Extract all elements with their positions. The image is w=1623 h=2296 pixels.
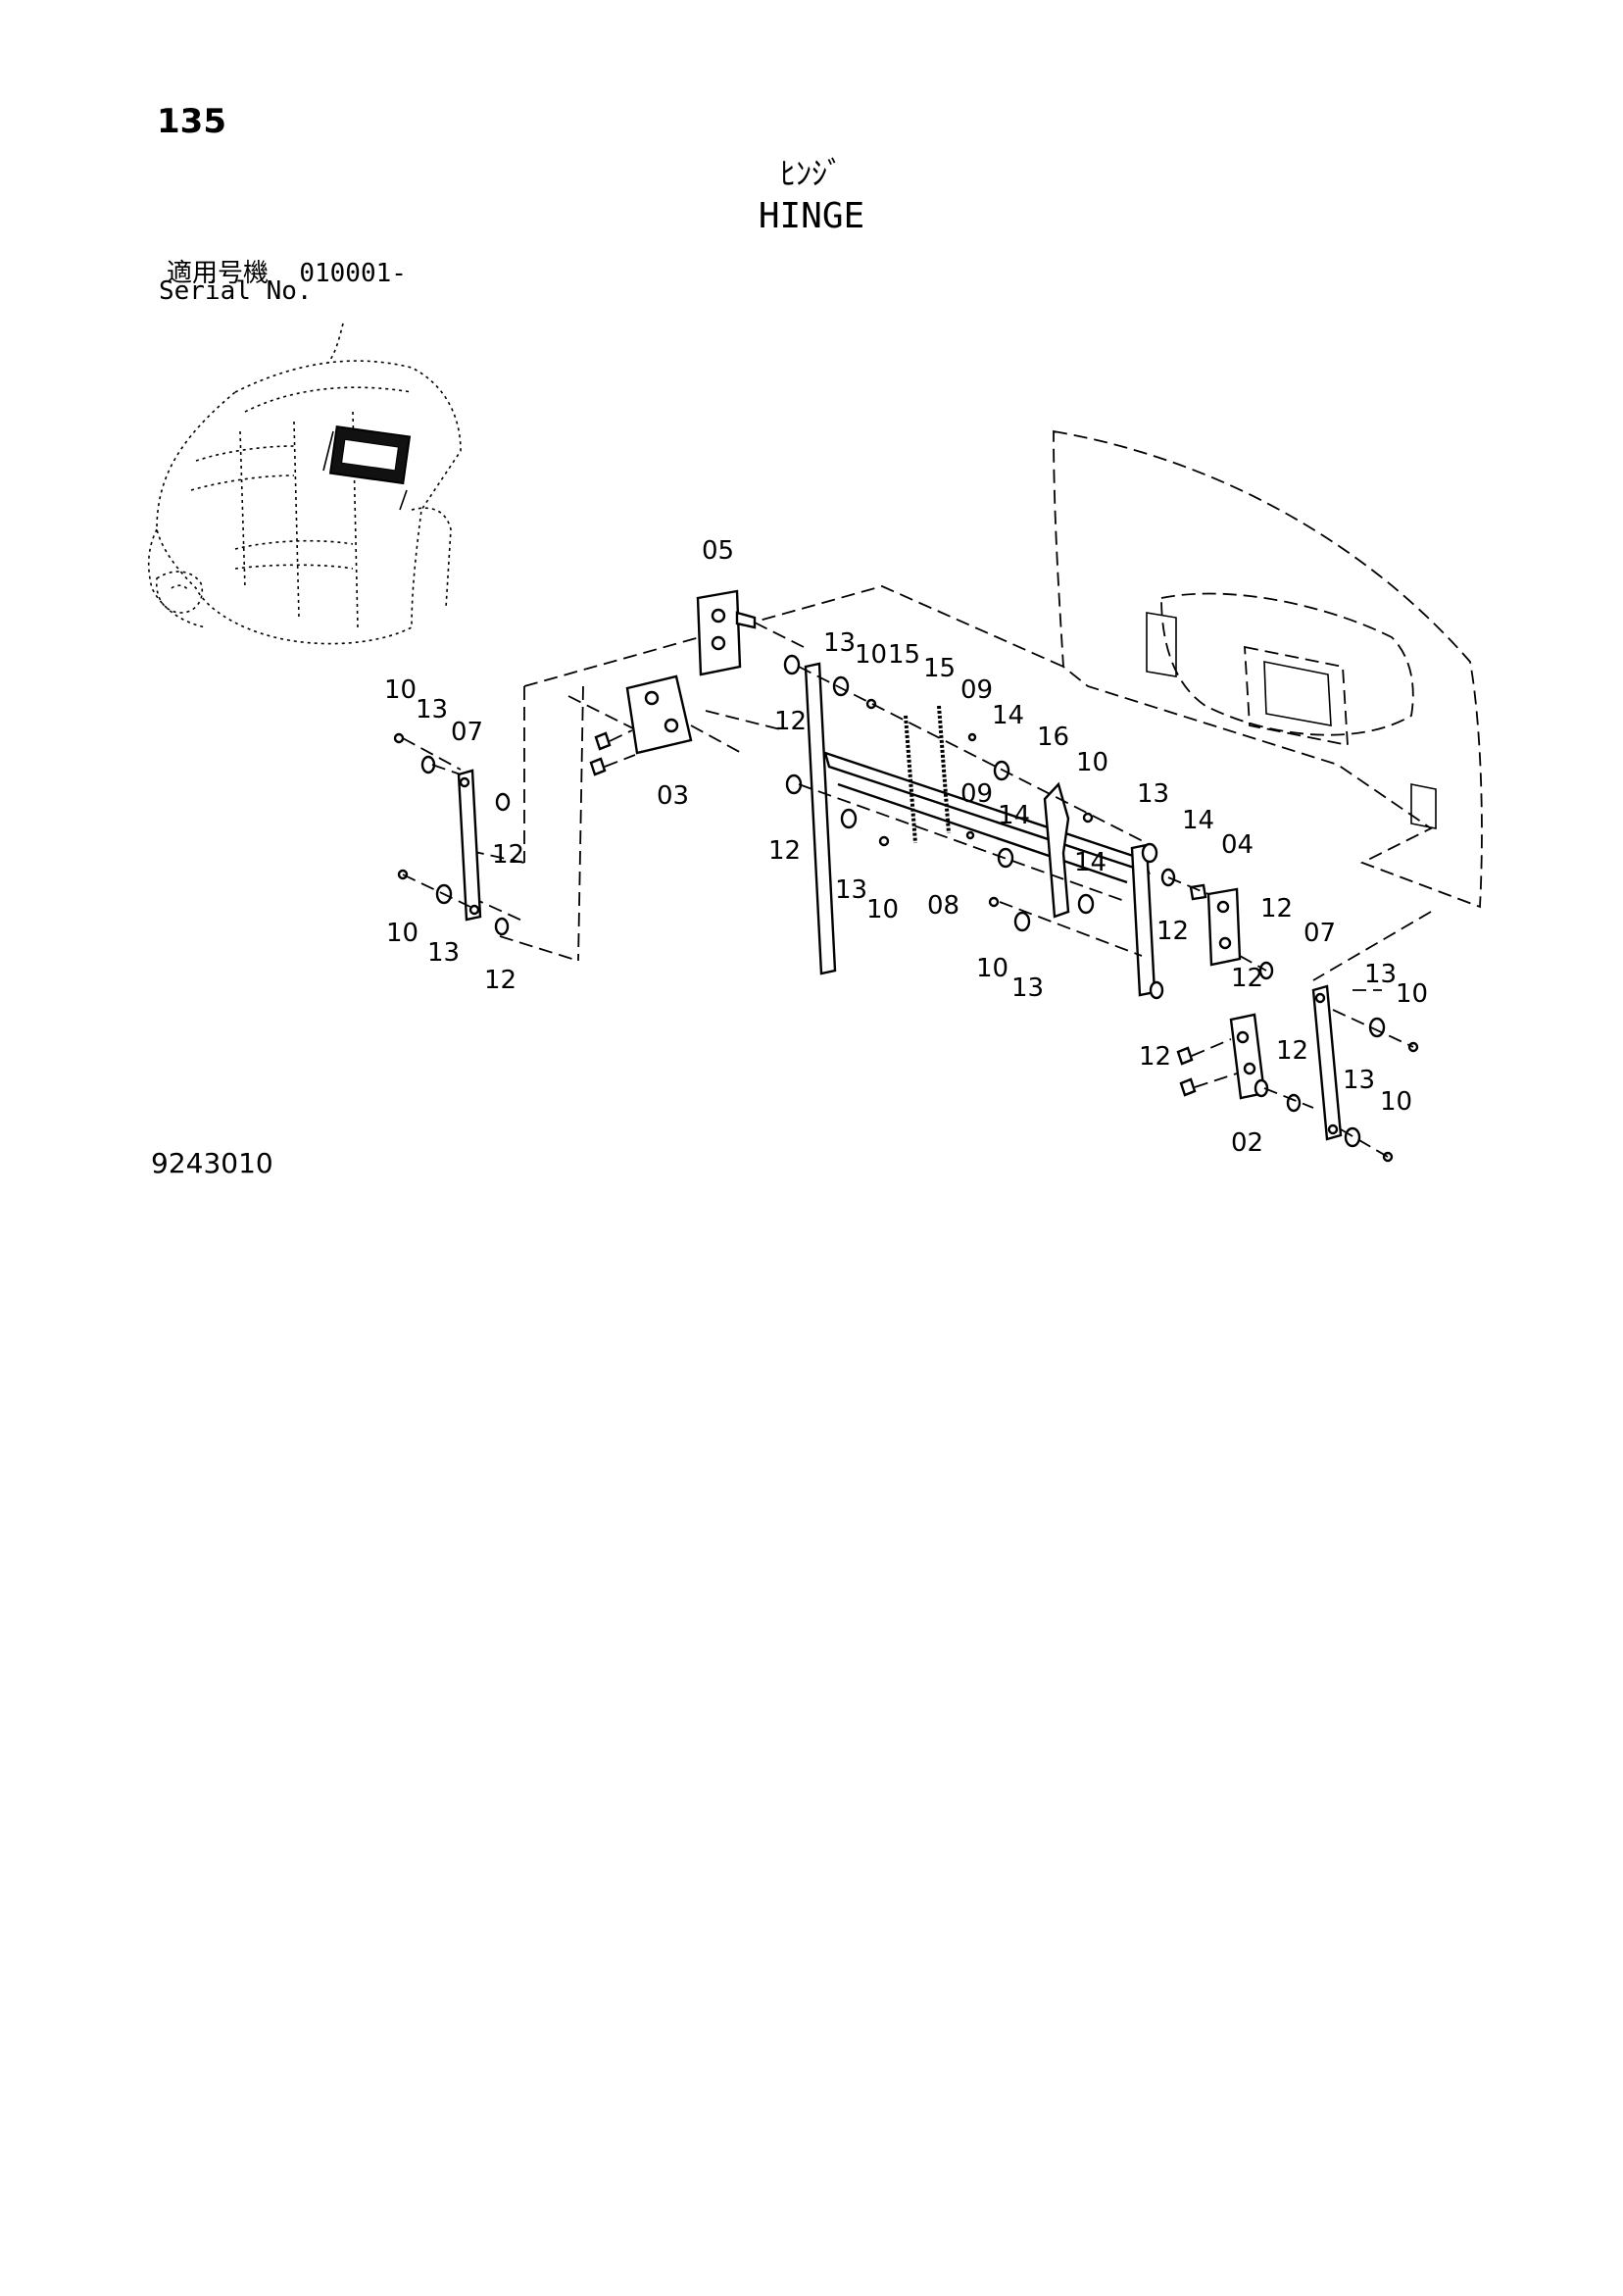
- callout-12: 12: [1139, 1042, 1171, 1072]
- callout-10: 10: [1380, 1087, 1412, 1117]
- callout-13: 13: [1011, 973, 1044, 1003]
- callout-10: 10: [1076, 748, 1108, 777]
- callout-04: 04: [1221, 830, 1254, 860]
- mounting-outline: [469, 585, 1432, 991]
- callout-10: 10: [384, 675, 417, 705]
- serial-range: 010001-: [299, 259, 407, 288]
- page-title: HINGE: [758, 196, 865, 236]
- part-callouts: 05 03 13 10 15 15 12 09 14 16 10 10 13 0…: [384, 536, 1428, 1158]
- callout-12: 12: [1260, 894, 1293, 923]
- callout-16: 16: [1037, 723, 1069, 752]
- callout-10: 10: [866, 895, 899, 924]
- callout-10: 10: [1396, 979, 1428, 1009]
- cab-overview-illustration: [147, 323, 462, 645]
- callout-12: 12: [1231, 964, 1263, 993]
- callout-10: 10: [386, 919, 418, 948]
- callout-12: 12: [774, 707, 807, 736]
- callout-13: 13: [1137, 779, 1169, 809]
- callout-13: 13: [823, 628, 856, 658]
- callout-08: 08: [927, 891, 959, 921]
- hinge-parts: [393, 589, 1419, 1163]
- callout-10: 10: [855, 640, 887, 670]
- callout-12: 12: [492, 840, 524, 870]
- callout-13: 13: [835, 875, 867, 905]
- serial-applicability: 適用号機 010001-: [167, 253, 407, 289]
- drawing-code: 9243010: [151, 1147, 273, 1179]
- callout-12: 12: [768, 836, 801, 866]
- title-japanese: ﾋﾝｼﾞ: [779, 155, 843, 192]
- callout-14: 14: [992, 701, 1024, 730]
- callout-13: 13: [1343, 1066, 1375, 1095]
- callout-07: 07: [1303, 919, 1336, 948]
- callout-09: 09: [960, 779, 993, 809]
- callout-15: 15: [923, 654, 956, 683]
- callout-12: 12: [1156, 917, 1189, 946]
- callout-05: 05: [702, 536, 734, 566]
- callout-15: 15: [888, 640, 920, 670]
- callout-09: 09: [960, 675, 993, 705]
- callout-13: 13: [427, 938, 460, 968]
- callout-02: 02: [1231, 1128, 1263, 1158]
- callout-14: 14: [998, 801, 1030, 830]
- callout-13: 13: [1364, 960, 1397, 989]
- window-glass-outline: [1053, 429, 1483, 909]
- callout-12: 12: [484, 966, 516, 995]
- page-number: 135: [157, 102, 226, 141]
- serial-label-en: Serial No.: [159, 276, 313, 306]
- callout-07: 07: [451, 718, 483, 747]
- serial-label-jp: 適用号機: [167, 259, 270, 288]
- callout-14: 14: [1074, 848, 1107, 877]
- callout-14: 14: [1182, 806, 1214, 835]
- callout-13: 13: [416, 695, 448, 724]
- callout-03: 03: [657, 781, 689, 811]
- callout-12: 12: [1276, 1036, 1308, 1066]
- callout-10: 10: [976, 954, 1008, 983]
